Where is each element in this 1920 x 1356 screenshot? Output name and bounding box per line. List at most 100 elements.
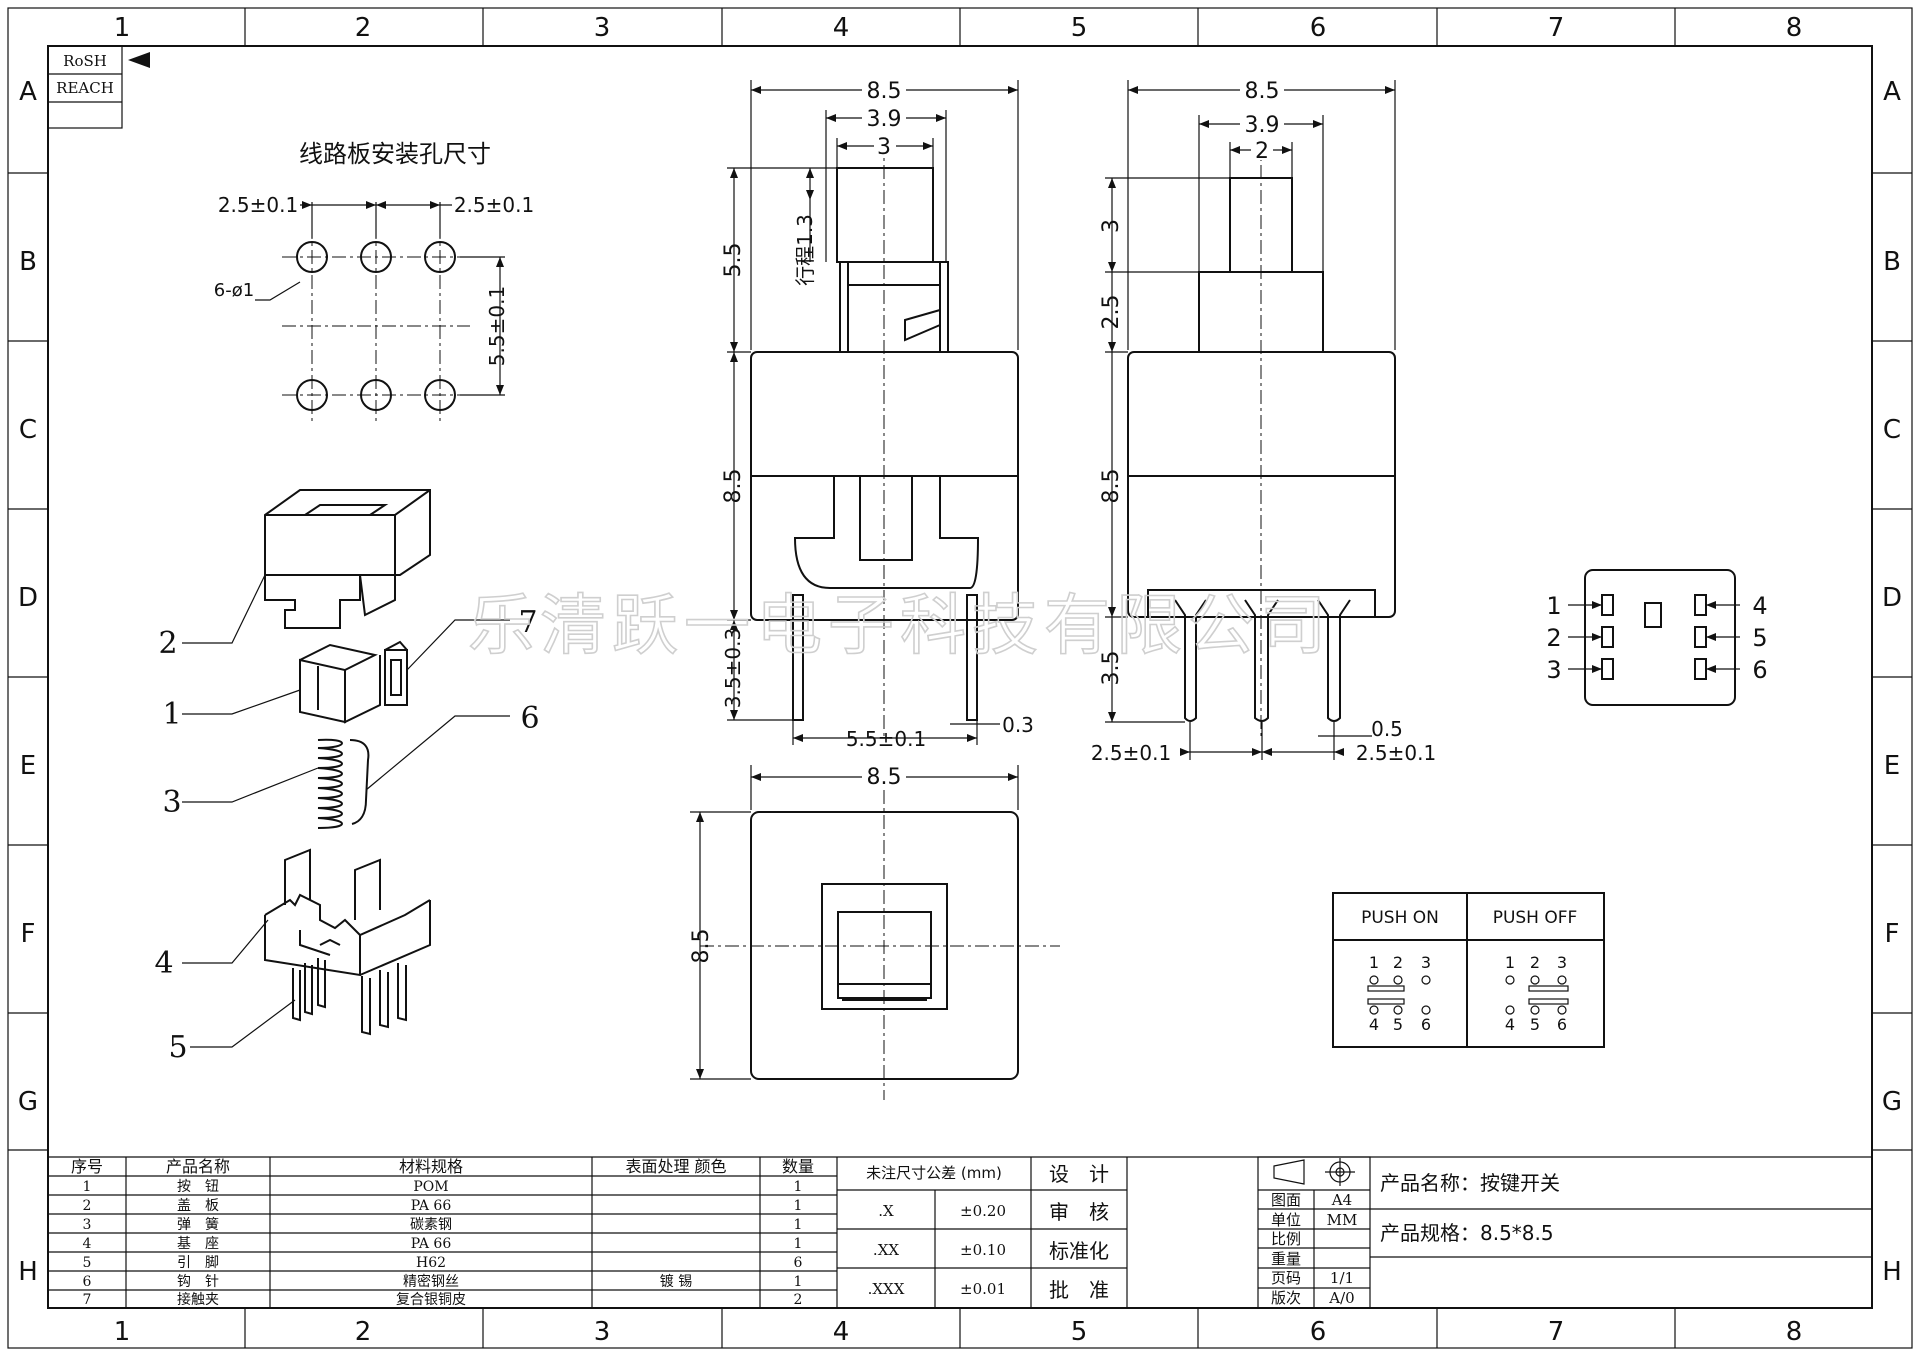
bom-cell: 1 xyxy=(794,1236,803,1252)
sheet-info-value: MM xyxy=(1327,1211,1358,1229)
tolerance-value: ±0.01 xyxy=(960,1280,1006,1298)
bom-cell: 3 xyxy=(83,1217,92,1233)
side-pin-length-dim: 3.5 xyxy=(1099,651,1124,686)
bom-header-qty: 数量 xyxy=(782,1157,814,1176)
base-part xyxy=(264,848,431,977)
top-view: 8.5 8.5 xyxy=(689,765,1060,1100)
bom-cell: 2 xyxy=(83,1198,92,1214)
callout-6: 6 xyxy=(520,701,539,736)
side-cap-width-dim: 2 xyxy=(1255,139,1269,164)
off-pin-2: 2 xyxy=(1530,953,1540,972)
bom-cell: 2 xyxy=(794,1292,803,1308)
side-width-dim: 8.5 xyxy=(1245,79,1280,104)
bom-cell: 1 xyxy=(794,1274,803,1290)
bom-header-no: 序号 xyxy=(71,1157,103,1176)
front-view: 8.5 3.9 3 5.5 行程1.3 8.5 3.5±0.3 5.5±0.1 … xyxy=(721,79,1034,751)
on-pin-5: 5 xyxy=(1393,1015,1403,1034)
front-pin-spacing-dim: 5.5±0.1 xyxy=(846,727,926,751)
bom-cell: 钩 针 xyxy=(177,1274,219,1290)
approval-review: 审 核 xyxy=(1049,1200,1109,1224)
bom-header-finish: 表面处理 颜色 xyxy=(625,1157,726,1176)
callout-5: 5 xyxy=(168,1030,187,1065)
bom-cell: 精密钢丝 xyxy=(403,1273,459,1290)
row-label: D xyxy=(18,583,38,613)
row-label: F xyxy=(21,919,36,949)
sheet-info-key: 图面 xyxy=(1271,1191,1301,1209)
exploded-view: 2 1 7 3 6 4 5 xyxy=(154,489,540,1065)
off-pin-1: 1 xyxy=(1505,953,1515,972)
callout-3: 3 xyxy=(162,785,181,820)
col-label: 3 xyxy=(594,1317,611,1347)
col-label: 5 xyxy=(1071,1317,1088,1347)
sheet-info-value: A/0 xyxy=(1328,1289,1354,1307)
push-on-label: PUSH ON xyxy=(1361,908,1439,928)
reach-label: REACH xyxy=(56,79,114,97)
side-button-height-dim: 2.5 xyxy=(1099,295,1124,330)
bom-cell: H62 xyxy=(416,1255,446,1271)
off-pin-5: 5 xyxy=(1530,1015,1540,1034)
front-body-height-dim: 8.5 xyxy=(721,469,746,504)
pcb-pitch-right: 2.5±0.1 xyxy=(454,193,534,217)
top-width-dim: 8.5 xyxy=(867,765,902,790)
on-pin-4: 4 xyxy=(1369,1015,1379,1034)
pin-label-1: 1 xyxy=(1546,592,1561,620)
sheet-info-key: 页码 xyxy=(1271,1269,1301,1287)
col-label: 1 xyxy=(114,13,131,43)
side-pin-thickness-dim: 0.5 xyxy=(1371,717,1403,741)
col-label: 6 xyxy=(1310,1317,1327,1347)
col-label: 5 xyxy=(1071,13,1088,43)
tolerance-class: .X xyxy=(878,1202,894,1220)
sheet-info-key: 版次 xyxy=(1271,1289,1301,1307)
bom-cell: 引 脚 xyxy=(177,1255,219,1271)
row-label: F xyxy=(1885,919,1900,949)
row-label: H xyxy=(18,1257,38,1287)
bom-cell: 6 xyxy=(83,1274,92,1290)
row-label: A xyxy=(19,77,37,107)
tolerance-class: .XXX xyxy=(868,1280,905,1298)
off-pin-6: 6 xyxy=(1557,1015,1567,1034)
bom-cell: PA 66 xyxy=(411,1198,452,1214)
bom-header-material: 材料规格 xyxy=(399,1157,463,1176)
side-pin-pitch-left: 2.5±0.1 xyxy=(1091,741,1171,765)
on-pin-3: 3 xyxy=(1421,953,1431,972)
col-label: 7 xyxy=(1548,1317,1565,1347)
switch-state-table: PUSH ON PUSH OFF 1 2 3 4 5 6 1 2 3 4 5 6 xyxy=(1332,892,1605,1048)
front-cap-width-dim: 3 xyxy=(877,135,891,160)
tolerance-block: 未注尺寸公差 (mm) .X ±0.20 .XX ±0.10 .XXX ±0.0… xyxy=(837,1157,1128,1308)
callout-4: 4 xyxy=(154,946,173,981)
col-label: 6 xyxy=(1310,13,1327,43)
bom-cell: 接触夹 xyxy=(177,1291,219,1308)
side-button-width-dim: 3.9 xyxy=(1245,113,1280,138)
bom-cell: 1 xyxy=(794,1217,803,1233)
tolerance-class: .XX xyxy=(873,1241,899,1259)
cover-part xyxy=(264,489,431,629)
col-label: 1 xyxy=(114,1317,131,1347)
tolerance-header: 未注尺寸公差 (mm) xyxy=(866,1164,1002,1182)
bom-cell: POM xyxy=(413,1179,448,1195)
on-pin-1: 1 xyxy=(1369,953,1379,972)
bom-cell: 5 xyxy=(83,1255,92,1271)
off-pin-3: 3 xyxy=(1557,953,1567,972)
bom-cell: 按 钮 xyxy=(177,1179,219,1195)
bom-cell: PA 66 xyxy=(411,1236,452,1252)
bom-cell: 7 xyxy=(83,1292,92,1308)
pins-part xyxy=(292,958,407,1036)
bom-cell: 盖 板 xyxy=(177,1198,219,1214)
bom-table: 序号 产品名称 材料规格 表面处理 颜色 数量 1 按 钮 POM 1 2 盖 … xyxy=(48,1156,1370,1308)
sheet-info-value: A4 xyxy=(1331,1191,1352,1209)
bom-cell: 6 xyxy=(794,1255,803,1271)
bom-header-name: 产品名称 xyxy=(166,1157,230,1176)
bom-cell: 1 xyxy=(794,1198,803,1214)
col-label: 2 xyxy=(355,1317,372,1347)
on-pin-6: 6 xyxy=(1421,1015,1431,1034)
side-view: 8.5 3.9 2 3 2.5 8.5 3.5 2.5±0.1 2.5±0.1 … xyxy=(1091,79,1436,765)
bom-cell: 基 座 xyxy=(177,1235,219,1252)
front-pin-length-dim: 3.5±0.3 xyxy=(721,628,745,708)
front-pin-thickness-dim: 0.3 xyxy=(1002,713,1034,737)
pcb-layout-title: 线路板安装孔尺寸 xyxy=(299,140,491,168)
col-label: 8 xyxy=(1786,1317,1803,1347)
front-cap-height-dim: 5.5 xyxy=(721,243,746,278)
col-label: 2 xyxy=(355,13,372,43)
front-width-dim: 8.5 xyxy=(867,79,902,104)
